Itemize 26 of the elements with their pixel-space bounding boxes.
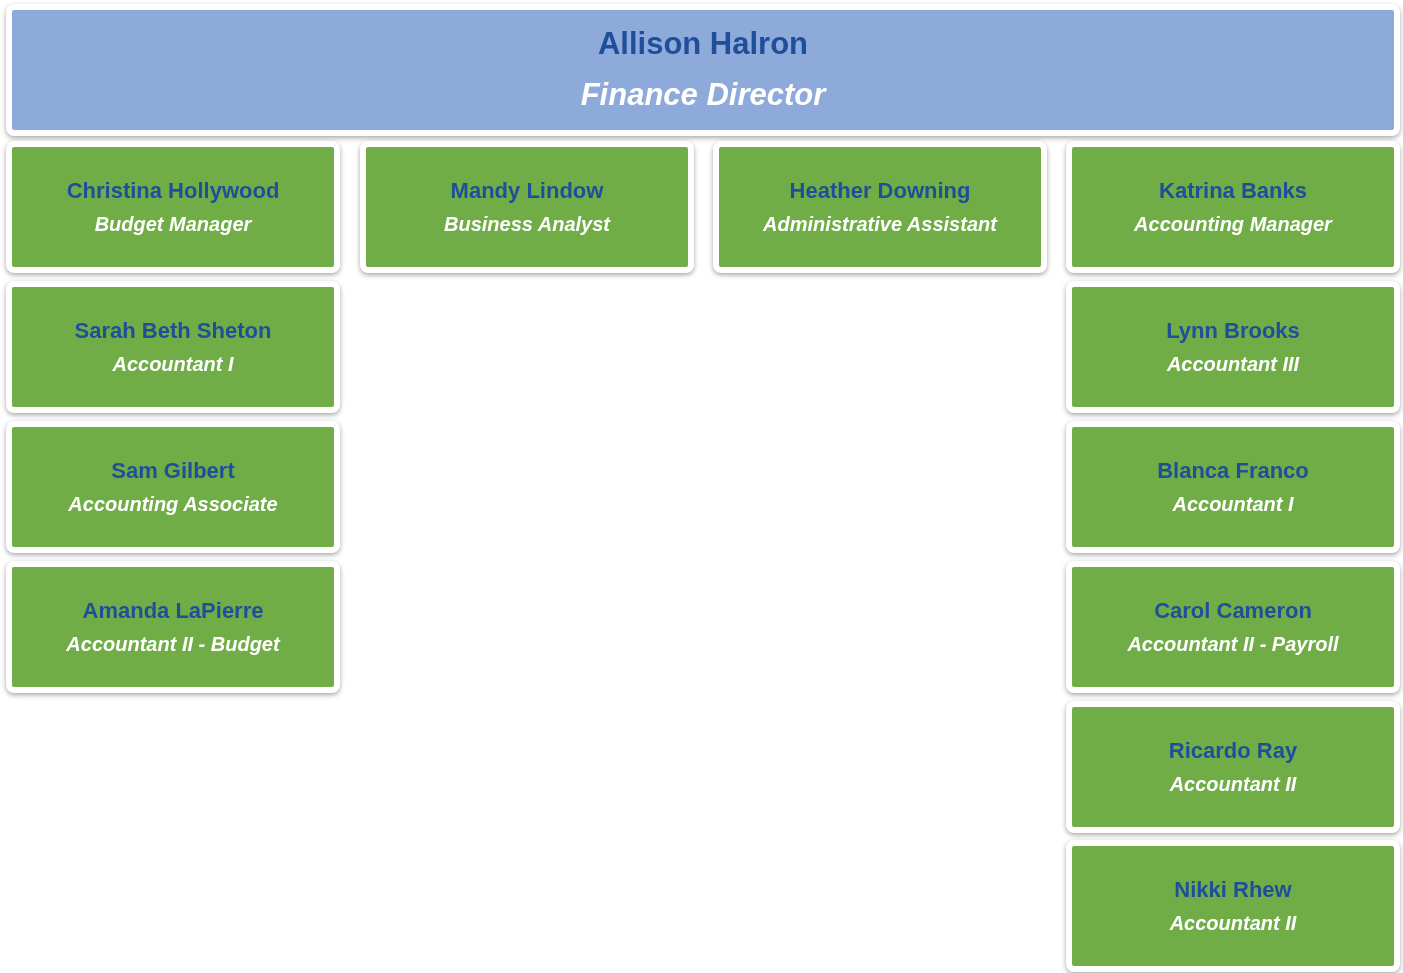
job-title: Accountant I	[112, 352, 234, 378]
job-title: Accountant II - Budget	[66, 632, 280, 658]
job-title: Accountant III	[1166, 352, 1300, 378]
person-name: Blanca Franco	[1157, 456, 1309, 485]
person-name: Allison Halron	[597, 25, 809, 64]
person-name: Heather Downing	[789, 176, 971, 205]
person-name: Nikki Rhew	[1174, 875, 1292, 904]
job-title: Budget Manager	[94, 212, 252, 238]
person-name: Amanda LaPierre	[82, 596, 264, 625]
person-name: Mandy Lindow	[450, 176, 604, 205]
job-title: Accountant II	[1169, 911, 1297, 937]
job-title: Accountant I	[1172, 492, 1294, 518]
person-name: Carol Cameron	[1154, 596, 1312, 625]
job-title: Accounting Associate	[68, 492, 278, 518]
person-name: Katrina Banks	[1159, 176, 1307, 205]
person-name: Sarah Beth Sheton	[74, 316, 272, 345]
person-name: Sam Gilbert	[111, 456, 235, 485]
job-title: Accounting Manager	[1134, 212, 1332, 238]
job-title: Administrative Assistant	[763, 212, 997, 238]
person-name: Christina Hollywood	[66, 176, 280, 205]
person-name: Ricardo Ray	[1168, 736, 1298, 765]
job-title: Finance Director	[580, 76, 826, 114]
job-title: Business Analyst	[444, 212, 610, 238]
job-title: Accountant II - Payroll	[1127, 632, 1339, 658]
person-name: Lynn Brooks	[1166, 316, 1300, 345]
job-title: Accountant II	[1169, 772, 1297, 798]
